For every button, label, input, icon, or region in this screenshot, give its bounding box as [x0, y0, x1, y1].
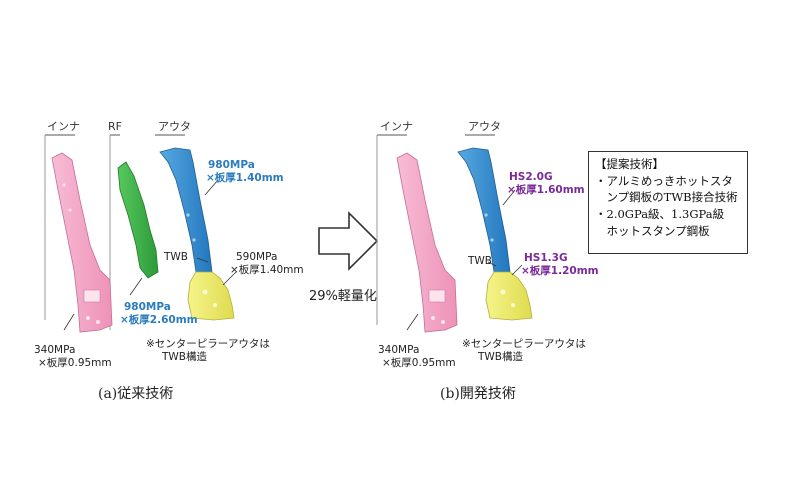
rf-label-left: RF [108, 120, 122, 133]
outer-lower-spec-left-thickness: ×板厚1.40mm [230, 264, 304, 276]
inner-spec-left-thickness: ×板厚0.95mm [38, 357, 112, 369]
proposal-box: 【提案技術】 ・アルミめっきホットスタ ンプ鋼板のTWB接合技術 ・2.0GPa… [588, 151, 748, 254]
outer-lower-left [187, 271, 235, 321]
proposal-item-1-line1: ・アルミめっきホットスタ [595, 173, 733, 188]
right-diagram [376, 134, 533, 333]
outer-upper-spec-left-strength: 980MPa [208, 159, 255, 171]
caption-right: (b)開発技術 [440, 386, 516, 402]
outer-upper-spec-right-thickness: ×板厚1.60mm [507, 184, 585, 196]
twb-label-right: TWB [468, 255, 492, 267]
proposal-title: 【提案技術】 [595, 157, 664, 171]
note-left-line1: ※センターピラーアウタは [146, 338, 270, 350]
inner-pillar-right [396, 152, 458, 333]
proposal-item-2-line1: ・2.0GPa級、1.3GPa級 [595, 207, 725, 222]
proposal-item-1-line2: ンプ鋼板のTWB接合技術 [595, 190, 738, 205]
rf-part-left [117, 161, 159, 279]
outer-lower-spec-left-strength: 590MPa [236, 251, 278, 263]
outer-upper-spec-left-thickness: ×板厚1.40mm [206, 172, 284, 184]
arrow-label: 29%軽量化 [309, 289, 377, 304]
inner-label-left: インナ [47, 120, 80, 133]
inner-spec-right-strength: 340MPa [378, 344, 420, 356]
inner-label-right: インナ [380, 120, 413, 133]
rf-spec-left-strength: 980MPa [124, 301, 171, 313]
inner-spec-right-thickness: ×板厚0.95mm [382, 357, 456, 369]
note-right-line2: TWB構造 [478, 351, 523, 363]
outer-upper-right [457, 147, 511, 273]
outer-lower-spec-right-grade: HS1.3G [524, 252, 568, 264]
outer-lower-spec-right-thickness: ×板厚1.20mm [521, 265, 599, 277]
twb-label-left: TWB [164, 251, 188, 263]
rf-spec-left-thickness: ×板厚2.60mm [120, 314, 198, 326]
transition-arrow [318, 211, 379, 271]
inner-spec-left-strength: 340MPa [34, 344, 76, 356]
caption-left: (a)従来技術 [98, 386, 174, 402]
note-left-line2: TWB構造 [162, 351, 207, 363]
note-right-line1: ※センターピラーアウタは [462, 338, 586, 350]
outer-label-right: アウタ [468, 120, 501, 133]
proposal-item-2-line2: ホットスタンプ鋼板 [595, 223, 710, 238]
outer-upper-spec-right-grade: HS2.0G [509, 171, 553, 183]
left-diagram [44, 134, 237, 333]
inner-pillar-left [51, 152, 113, 333]
outer-lower-right [485, 271, 533, 321]
outer-label-left: アウタ [158, 120, 191, 133]
